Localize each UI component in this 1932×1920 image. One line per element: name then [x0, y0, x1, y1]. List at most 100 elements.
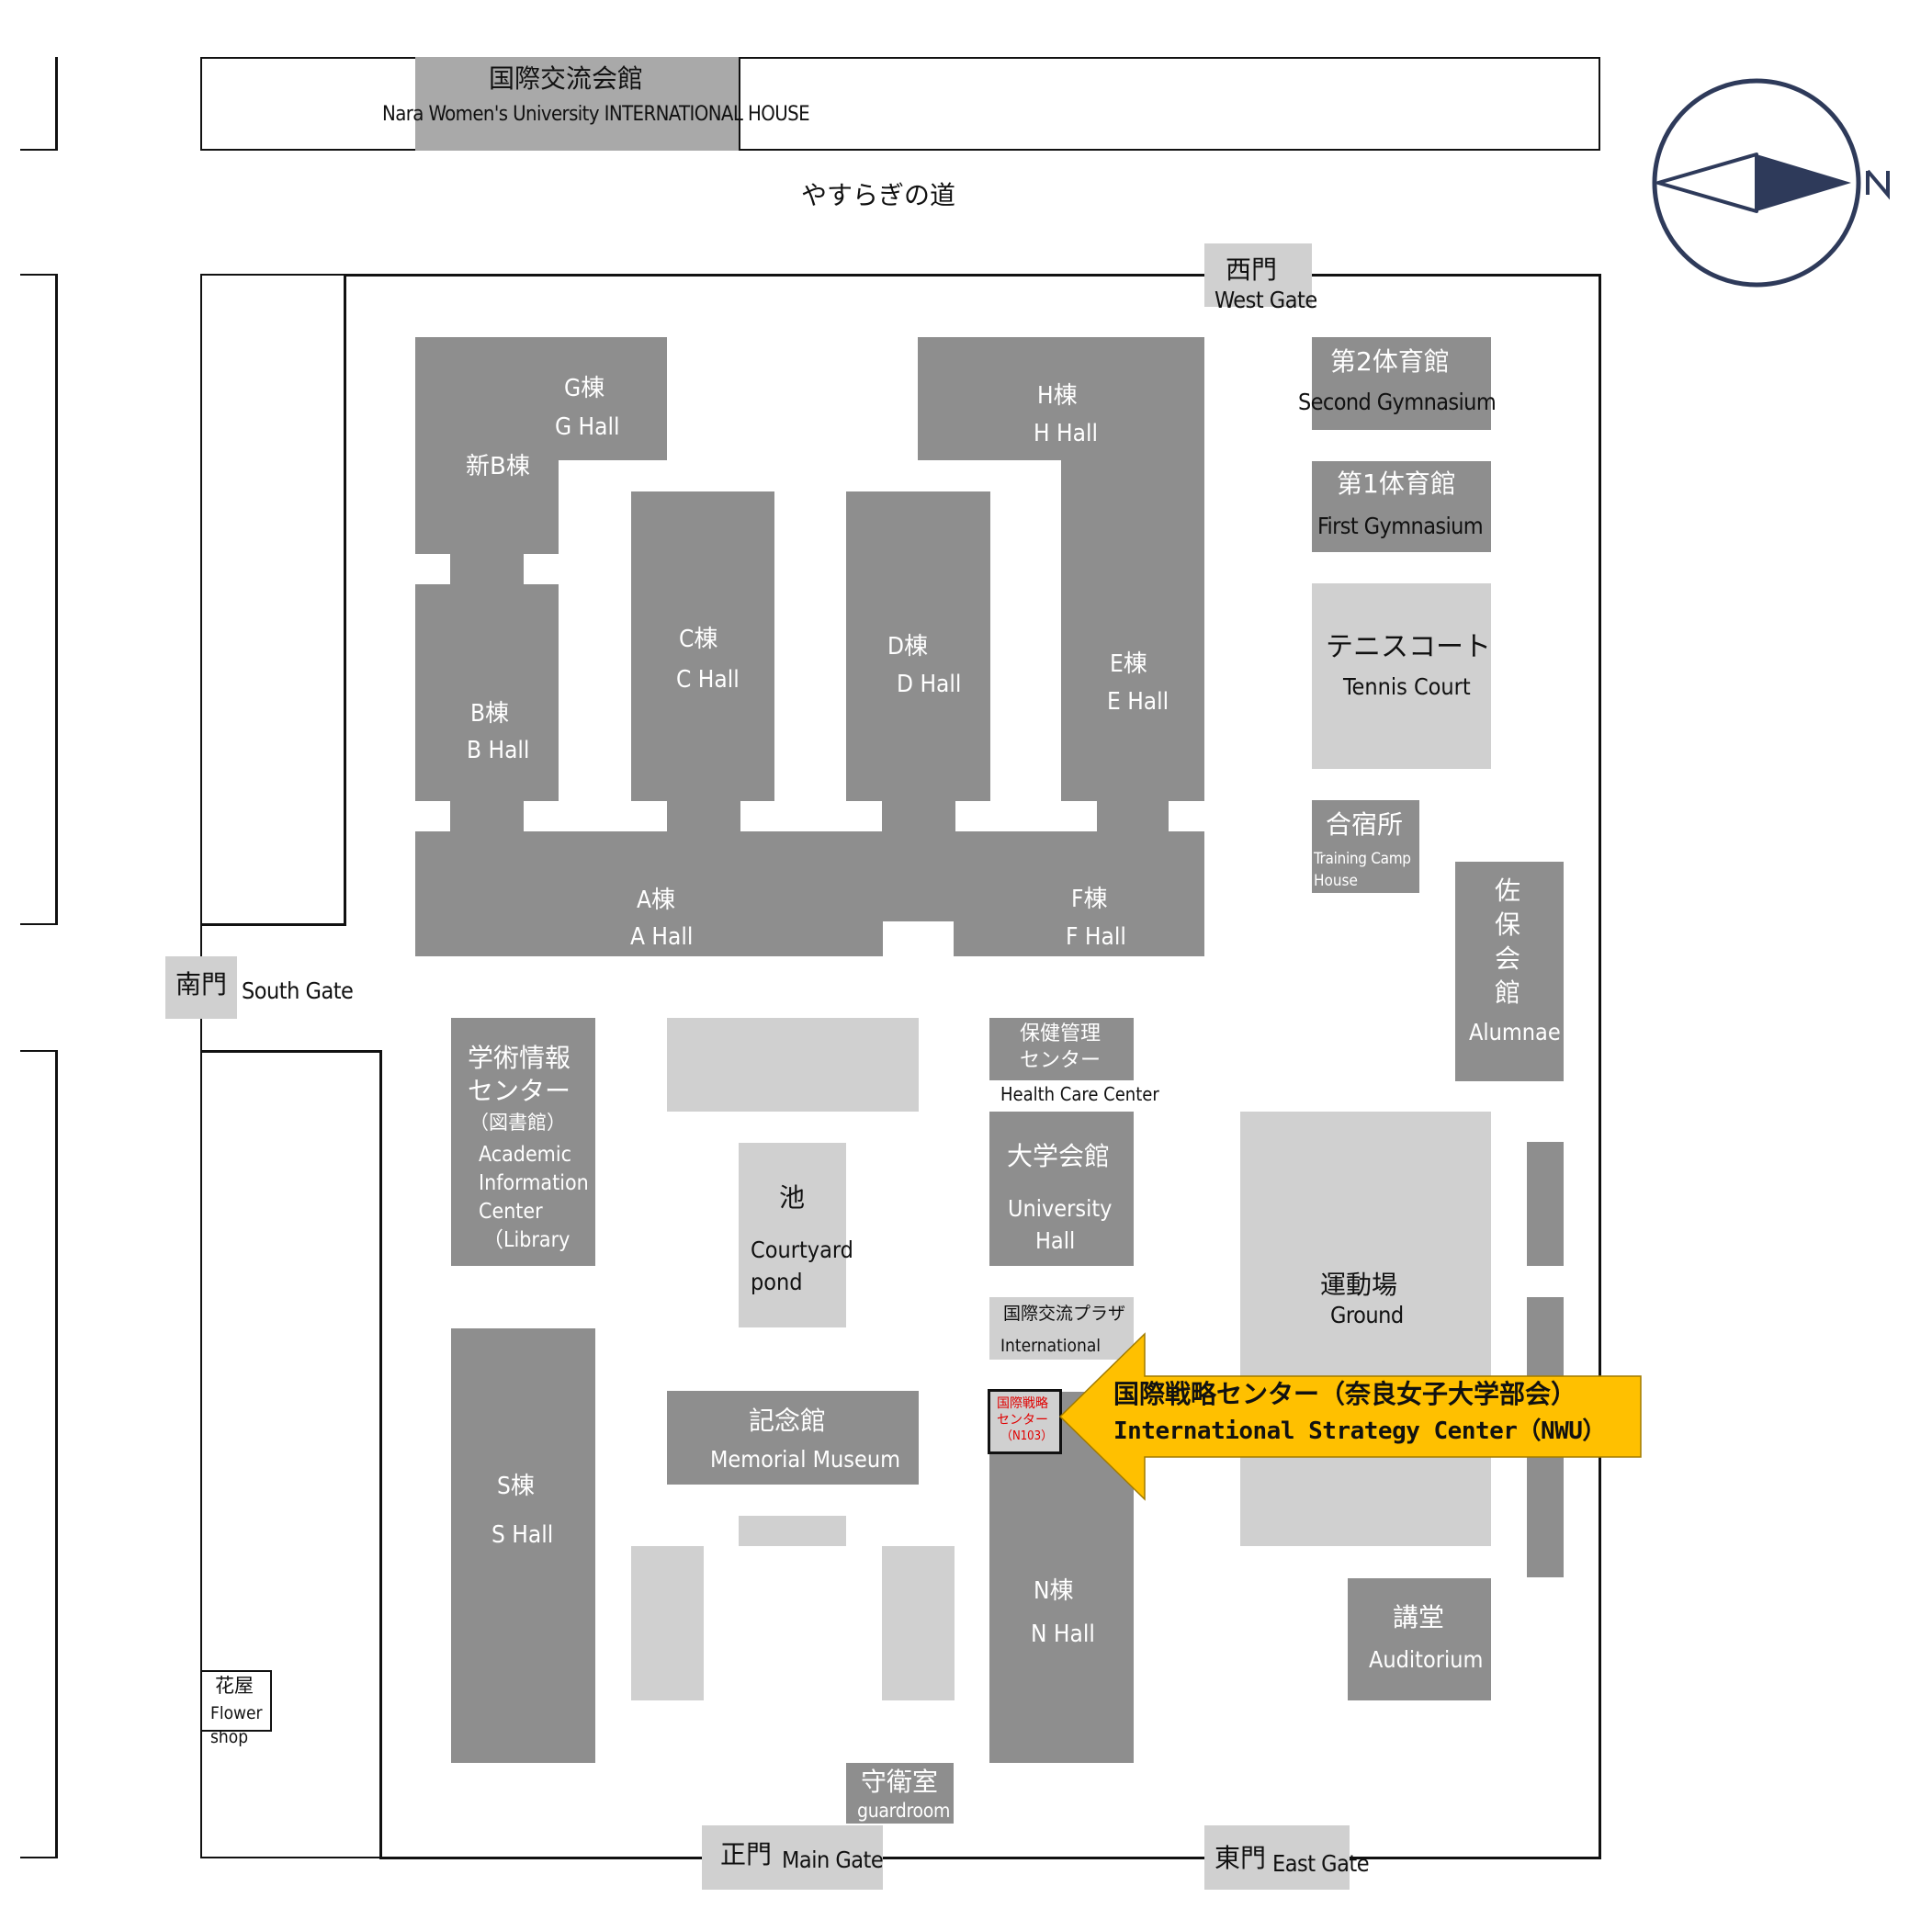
- d-hall[interactable]: [846, 491, 990, 801]
- camp-label-en2: House: [1314, 872, 1358, 890]
- south-gate[interactable]: [165, 956, 237, 1019]
- open-area: [667, 1018, 919, 1112]
- library-label-en4: （Library: [482, 1228, 571, 1252]
- international-strategy-center-room[interactable]: [988, 1389, 1062, 1454]
- d-hall-label-ja: D棟: [887, 633, 929, 661]
- f-hall-label-ja: F棟: [1071, 886, 1108, 913]
- compass-icon: [1652, 78, 1890, 288]
- international-plaza[interactable]: [989, 1297, 1134, 1360]
- training-camp-house[interactable]: [1312, 800, 1419, 893]
- academic-information-center[interactable]: [451, 1018, 595, 1266]
- road-label: やすらぎの道: [801, 180, 956, 210]
- alumnae-label-en: Alumnae: [1469, 1019, 1561, 1045]
- ground[interactable]: [1240, 1112, 1491, 1546]
- campus-boundary: [200, 923, 346, 926]
- main-gate-label-ja: 正門: [720, 1839, 773, 1869]
- connector: [882, 799, 955, 834]
- guardroom[interactable]: [846, 1763, 954, 1824]
- univ-hall-label-en1: University: [1008, 1195, 1113, 1222]
- library-label-ja1: 学術情報: [468, 1043, 571, 1073]
- alumnae-label-ja1: 佐: [1495, 875, 1521, 906]
- main-gate[interactable]: [702, 1825, 883, 1890]
- target-box-line3: （N103）: [1000, 1429, 1054, 1443]
- callout-label-ja: 国際戦略センター（奈良女子大学部会）: [1113, 1379, 1577, 1409]
- library-label-en3: Center: [479, 1200, 543, 1224]
- side-strip-line: [200, 274, 202, 1858]
- target-box-line1: 国際戦略: [997, 1396, 1048, 1411]
- international-house[interactable]: [415, 57, 739, 151]
- east-gate-label-en: East Gate: [1272, 1850, 1370, 1877]
- university-hall[interactable]: [989, 1112, 1134, 1266]
- auditorium[interactable]: [1348, 1578, 1491, 1700]
- new-b-hall[interactable]: [415, 337, 559, 554]
- camp-label-ja: 合宿所: [1326, 809, 1404, 840]
- campus-boundary: [200, 1050, 381, 1053]
- g-hall-label-ja: G棟: [564, 375, 605, 402]
- ground-label-en: Ground: [1330, 1302, 1404, 1328]
- auditorium-label-en: Auditorium: [1369, 1646, 1484, 1673]
- health-label-ja1: 保健管理: [1020, 1022, 1102, 1045]
- road-edge-line: [20, 149, 58, 151]
- c-hall-label-en: C Hall: [676, 666, 740, 694]
- south-gate-label-en: South Gate: [242, 977, 354, 1004]
- camp-label-en1: Training Camp: [1314, 850, 1411, 868]
- campus-boundary: [344, 274, 1601, 277]
- b-hall[interactable]: [415, 584, 559, 801]
- compass-north-label: N: [0, 0, 1, 1]
- tennis-label-en: Tennis Court: [1343, 673, 1471, 700]
- target-box-line2: センター: [997, 1413, 1048, 1428]
- library-label-ja3: （図書館）: [469, 1112, 566, 1134]
- courtyard-pond[interactable]: [739, 1143, 846, 1327]
- auditorium-label-ja: 講堂: [1393, 1602, 1445, 1632]
- health-care-center[interactable]: [989, 1018, 1134, 1080]
- memorial-label-en: Memorial Museum: [710, 1446, 900, 1473]
- g-hall-label-en: G Hall: [555, 413, 620, 441]
- second-gym-label-en: Second Gymnasium: [1298, 389, 1497, 415]
- library-label-en1: Academic: [479, 1143, 571, 1167]
- intl-plaza-label-en: International: [1000, 1336, 1102, 1356]
- road-edge-line: [20, 1050, 58, 1052]
- east-gate[interactable]: [1204, 1825, 1350, 1890]
- a-hall[interactable]: [415, 831, 883, 956]
- f-hall[interactable]: [881, 831, 1204, 921]
- intl-plaza-label-ja: 国際交流プラザ: [1003, 1304, 1126, 1324]
- s-hall-label-en: S Hall: [491, 1521, 554, 1549]
- flower-label-en2: shop: [210, 1727, 249, 1747]
- n-hall-label-en: N Hall: [1031, 1621, 1095, 1648]
- n-hall-label-ja: N棟: [1034, 1577, 1074, 1605]
- west-gate[interactable]: [1204, 243, 1312, 307]
- c-hall[interactable]: [631, 491, 774, 801]
- east-strip-building: [1527, 1142, 1564, 1266]
- b-hall-connector: [450, 551, 524, 586]
- memorial-museum[interactable]: [667, 1391, 919, 1485]
- west-gate-label-en: West Gate: [1215, 287, 1317, 313]
- campus-boundary: [379, 1857, 1601, 1859]
- open-area: [882, 1546, 955, 1700]
- health-label-en: Health Care Center: [1000, 1083, 1159, 1105]
- e-hall[interactable]: [1061, 337, 1204, 801]
- f-hall-lower: [954, 919, 1204, 956]
- guardroom-label-en: guardroom: [857, 1800, 951, 1822]
- tennis-court[interactable]: [1312, 583, 1491, 769]
- first-gym-label-en: First Gymnasium: [1317, 513, 1484, 539]
- side-strip-line: [200, 1857, 380, 1858]
- flower-shop[interactable]: [200, 1670, 272, 1732]
- flower-label-ja: 花屋: [215, 1675, 254, 1697]
- intl-house-label-en: Nara Women's University INTERNATIONAL HO…: [382, 103, 810, 126]
- univ-hall-label-en2: Hall: [1035, 1227, 1076, 1254]
- connector: [450, 799, 524, 834]
- road-edge-line: [55, 57, 58, 151]
- library-label-en2: Information: [479, 1171, 589, 1195]
- first-gymnasium[interactable]: [1312, 461, 1491, 552]
- second-gymnasium[interactable]: [1312, 337, 1491, 430]
- e-hall-label-en: E Hall: [1107, 688, 1169, 716]
- alumnae-hall[interactable]: [1455, 862, 1564, 1081]
- ground-label-ja: 運動場: [1320, 1270, 1398, 1300]
- campus-boundary: [1599, 274, 1601, 1858]
- health-label-ja2: センター: [1020, 1049, 1102, 1072]
- a-hall-label-ja: A棟: [637, 887, 675, 914]
- s-hall[interactable]: [451, 1328, 595, 1763]
- guardroom-label-ja: 守衛室: [861, 1767, 939, 1797]
- c-hall-label-ja: C棟: [679, 626, 718, 653]
- flower-label-en1: Flower: [210, 1703, 263, 1723]
